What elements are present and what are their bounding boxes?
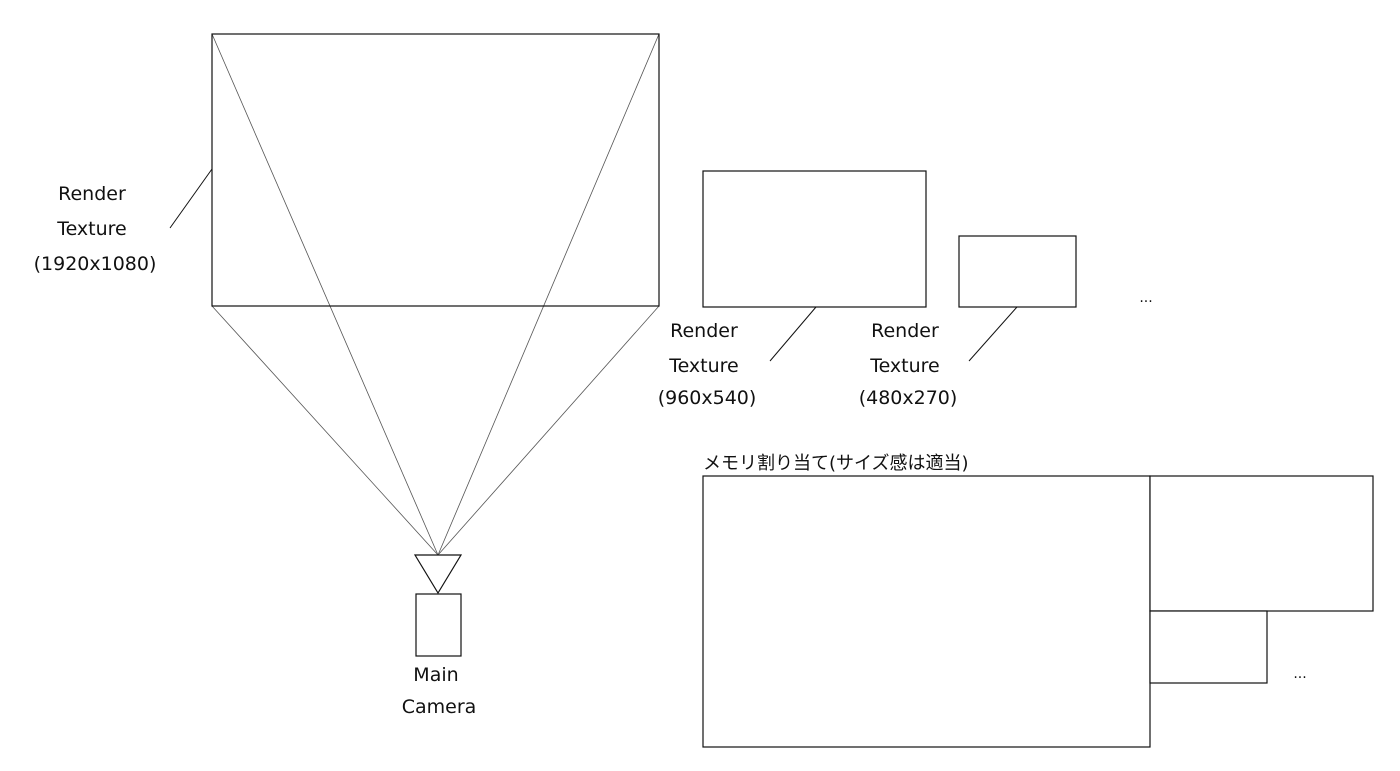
render-texture-480-label: Render Texture (480x270)	[859, 320, 958, 409]
camera-label-line1: Main	[413, 664, 458, 686]
rt960-label-line1: Render	[670, 320, 738, 342]
main-render-texture-rect	[211, 33, 660, 307]
memory-block-large	[702, 475, 1151, 748]
render-texture-480-leader	[968, 306, 1018, 362]
render-texture-960-label: Render Texture (960x540)	[658, 320, 757, 409]
main-render-texture-label: Render Texture (1920x1080)	[34, 183, 157, 275]
render-texture-960-leader	[769, 306, 817, 362]
rt480-label-line3: (480x270)	[859, 387, 958, 409]
memory-allocation-blocks	[702, 475, 1374, 748]
memory-more-ellipsis: ...	[1293, 666, 1306, 682]
render-texture-480-rect	[958, 235, 1077, 308]
rt960-label-line2: Texture	[668, 355, 739, 377]
camera-frustum	[211, 33, 660, 556]
rt480-label-line1: Render	[871, 320, 939, 342]
more-render-textures-ellipsis: ...	[1139, 290, 1152, 306]
memory-allocation-title: メモリ割り当て(サイズ感は適当)	[703, 453, 969, 474]
rt960-label-line3: (960x540)	[658, 387, 757, 409]
camera-label-line2: Camera	[402, 696, 477, 718]
main-rt-label-line1: Render	[58, 183, 126, 205]
memory-block-small	[1149, 610, 1268, 684]
main-rt-label-line3: (1920x1080)	[34, 253, 157, 275]
main-camera-icon	[413, 554, 463, 657]
main-render-texture-leader	[169, 168, 213, 229]
rt480-label-line2: Texture	[869, 355, 940, 377]
main-rt-label-line2: Texture	[56, 218, 127, 240]
memory-block-medium	[1149, 475, 1374, 612]
main-camera-label: Main Camera	[402, 664, 477, 718]
render-texture-960-rect	[702, 170, 927, 308]
